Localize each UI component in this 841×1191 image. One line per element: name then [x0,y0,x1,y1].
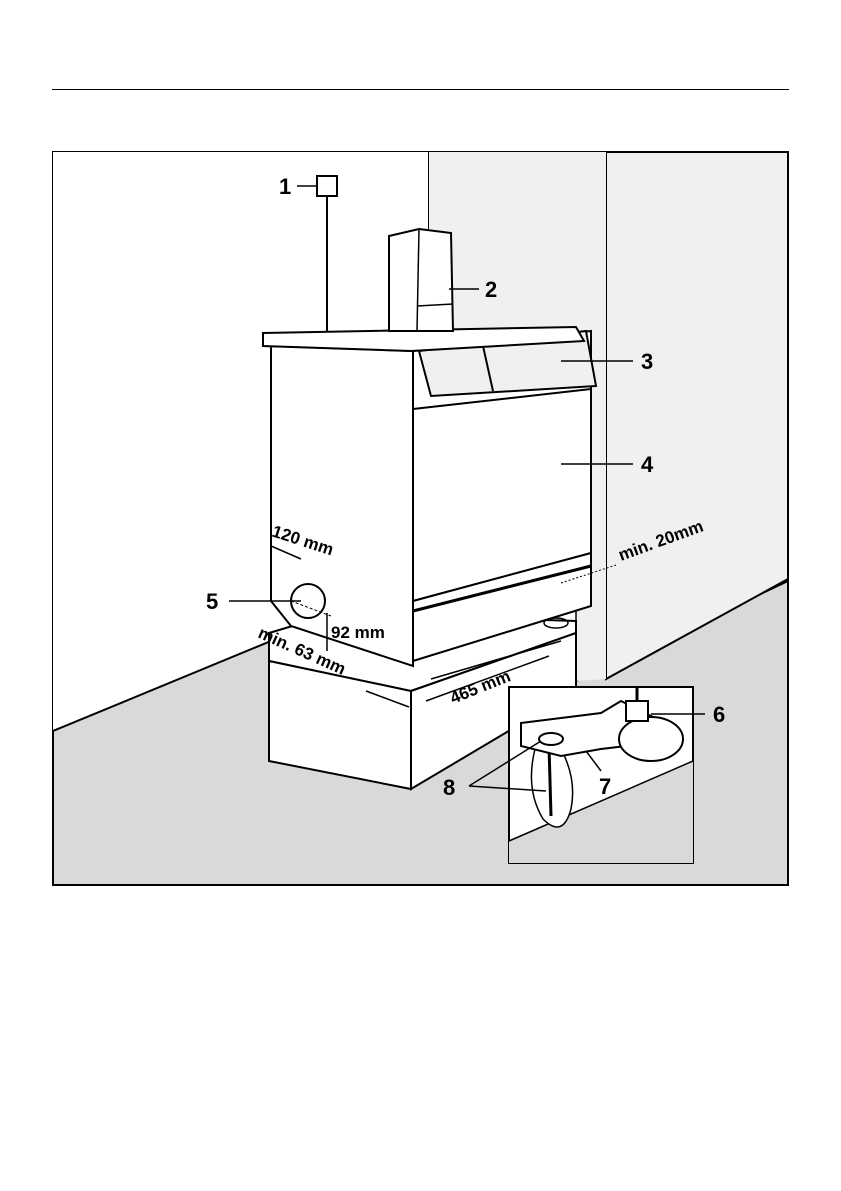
callout-6: 6 [713,702,725,727]
callout-8: 8 [443,775,455,800]
installation-diagram: 1 2 3 4 5 6 7 8 120 mm 92 mm min. 63 mm … [52,151,789,886]
dim-92-label: 92 mm [331,623,385,642]
callout-2: 2 [485,277,497,302]
steam-condenser-unit [389,229,453,331]
callout-5: 5 [206,589,218,614]
callout-3: 3 [641,349,653,374]
callout-4: 4 [641,452,654,477]
appliance-side-panel [271,346,413,666]
callout-7: 7 [599,774,611,799]
electrical-socket [317,176,337,196]
header-rule [52,89,789,90]
callout-1: 1 [279,174,291,199]
